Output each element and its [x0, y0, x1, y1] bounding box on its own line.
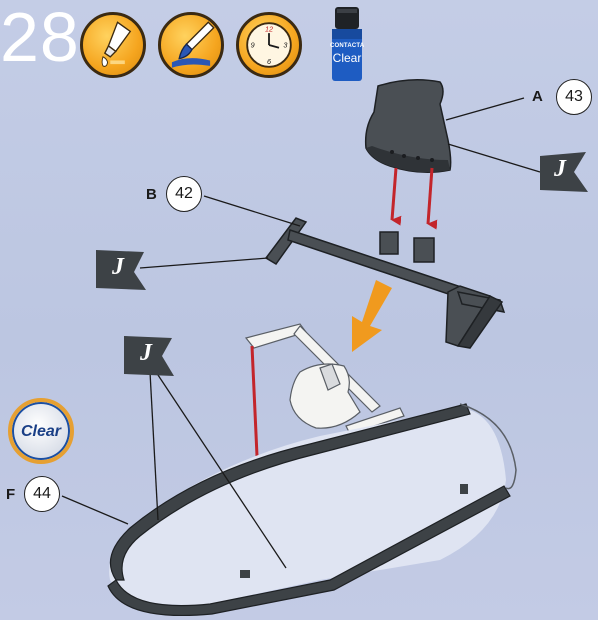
seat-part-43 — [366, 80, 451, 173]
callout-number-43: 43 — [556, 79, 592, 115]
callout-letter-a: A — [532, 88, 543, 105]
assembly-arrow-seat-left — [392, 168, 396, 220]
glue-flag-letter: J — [122, 340, 170, 367]
glue-flag-letter: J — [94, 254, 142, 281]
hull-part-44 — [108, 404, 516, 615]
glue-flag-frame: J — [94, 250, 148, 290]
clear-paint-badge: Clear — [8, 398, 74, 464]
glue-flag-seat: J — [536, 152, 590, 192]
seat-subassembly — [246, 324, 404, 434]
clear-badge-label: Clear — [12, 423, 70, 441]
assembly-arrow-seat-right — [428, 168, 432, 224]
direction-arrow-orange — [352, 280, 392, 352]
callout-number-42: 42 — [166, 176, 202, 212]
callout-number-44: 44 — [24, 476, 60, 512]
callout-letter-f: F — [6, 486, 15, 503]
glue-flag-hull: J — [122, 336, 176, 376]
callout-letter-b: B — [146, 186, 157, 203]
glue-flag-letter: J — [536, 156, 584, 183]
